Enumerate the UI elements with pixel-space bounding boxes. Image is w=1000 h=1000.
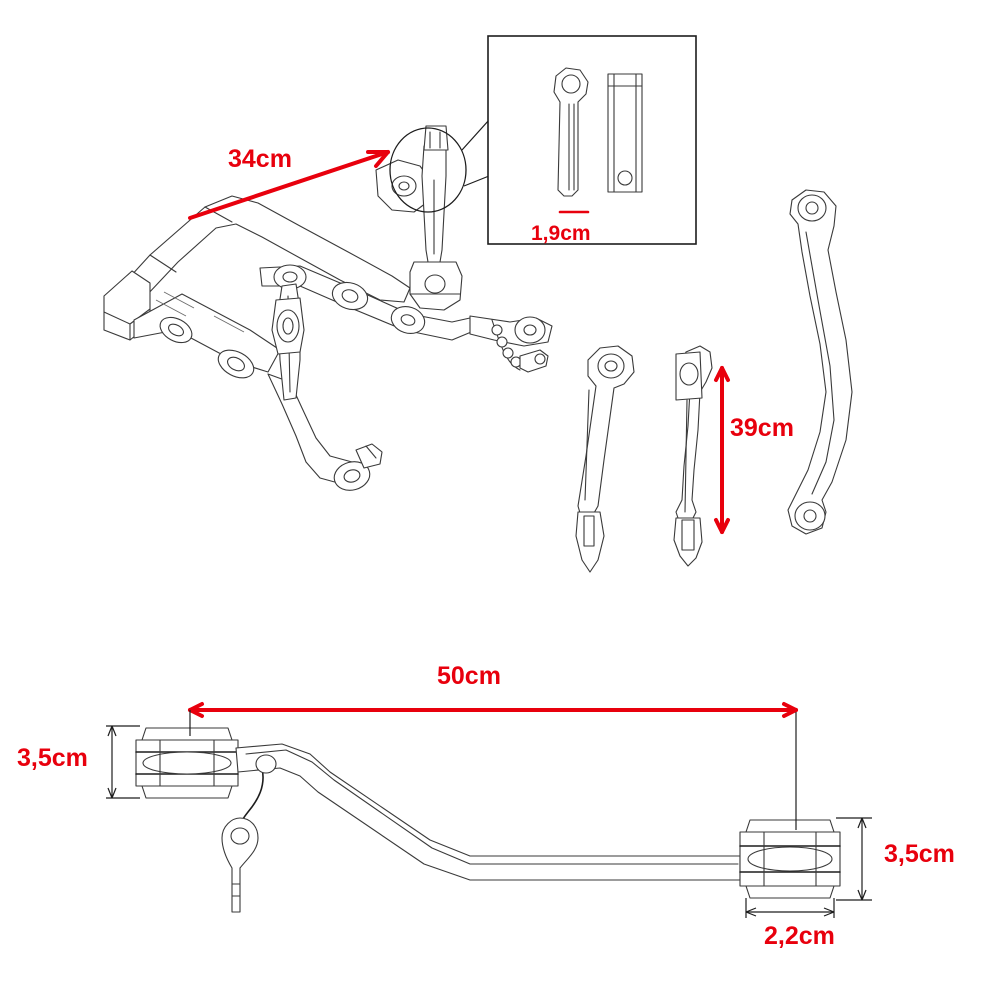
- bent-lever-arm: [787, 189, 853, 535]
- dimension-label-39cm: 39cm: [730, 414, 794, 442]
- dimension-label-34cm: 34cm: [228, 145, 292, 173]
- dimension-line-2-2cm: [745, 898, 835, 918]
- dimension-label-2-2cm: 2,2cm: [764, 922, 835, 950]
- dimension-label-3-5cm-right: 3,5cm: [884, 840, 955, 868]
- upper-left-frame-assembly: [103, 125, 553, 491]
- dimension-line-34cm: [188, 150, 390, 220]
- dimension-label-19cm: 1,9cm: [531, 222, 591, 245]
- dimension-line-3-5cm-right: [836, 817, 872, 901]
- detail-callout-box: [487, 35, 697, 245]
- dimension-label-50cm: 50cm: [437, 662, 501, 690]
- dimension-line-50cm: [188, 702, 798, 830]
- dimension-line-3-5cm-left: [106, 725, 140, 799]
- short-linkage-rod: [575, 345, 635, 573]
- short-linkage-rod-with-clevis: [673, 345, 713, 567]
- long-shift-rod: [135, 727, 841, 913]
- dimension-label-3-5cm-left: 3,5cm: [17, 744, 88, 772]
- detail-callout-leaders: [389, 119, 490, 213]
- dimension-line-39cm: [714, 366, 730, 534]
